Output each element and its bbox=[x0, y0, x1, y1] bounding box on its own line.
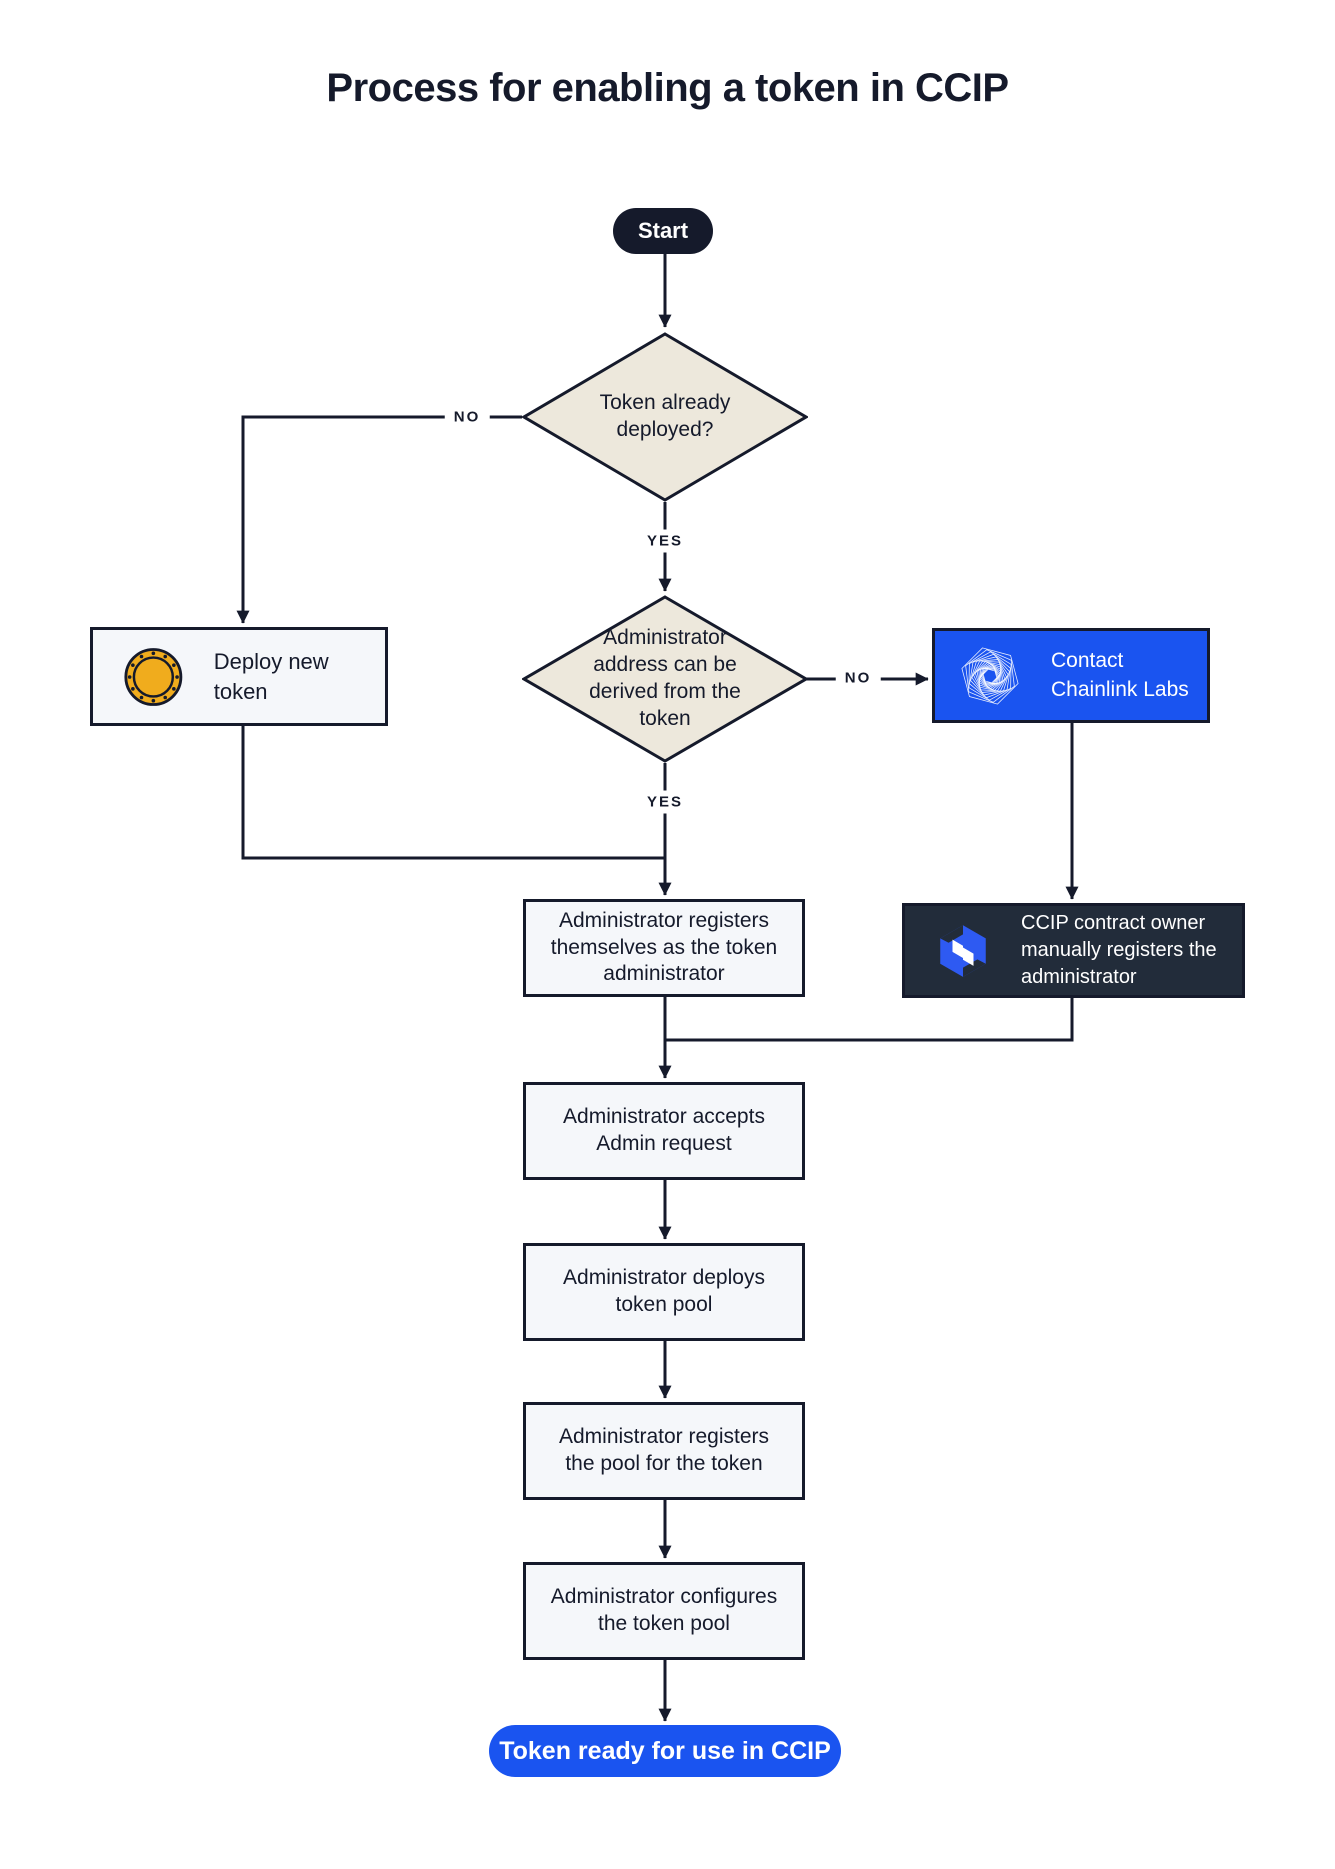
edge-deploy-to-merge bbox=[241, 726, 665, 860]
chainlink-logo-icon bbox=[961, 646, 1019, 705]
decision-token-deployed-label: Token already deployed? bbox=[599, 391, 731, 441]
deploy-new-token-node: Deploy new token bbox=[90, 627, 388, 726]
decision-admin-address-label: Administrator address can be derived fro… bbox=[589, 626, 741, 730]
admin-deploys-pool-node: Administrator deploys token pool bbox=[523, 1243, 805, 1341]
start-node: Start bbox=[613, 208, 713, 254]
admin-registers-self-label: Administrator registers themselves as th… bbox=[550, 908, 778, 986]
admin-registers-self-node: Administrator registers themselves as th… bbox=[523, 899, 805, 997]
decision-token-deployed: Token already deployed? bbox=[522, 332, 808, 502]
edge-label-yes-1: YES bbox=[637, 529, 693, 553]
admin-registers-pool-label: Administrator registers the pool for the… bbox=[558, 1425, 770, 1475]
edge-decision1-no-to-deploy bbox=[236, 415, 522, 624]
contact-chainlink-node: Contact Chainlink Labs bbox=[932, 628, 1210, 723]
admin-registers-pool-node: Administrator registers the pool for the… bbox=[523, 1402, 805, 1500]
ccip-owner-registers-node: CCIP contract owner manually registers t… bbox=[902, 903, 1245, 998]
decision-admin-address: Administrator address can be derived fro… bbox=[522, 595, 808, 763]
edge-label-no-1: NO bbox=[444, 405, 490, 429]
ccip-owner-registers-label: CCIP contract owner manually registers t… bbox=[1021, 912, 1217, 988]
edge-ccip-owner-to-merge bbox=[665, 998, 1074, 1042]
end-label: Token ready for use in CCIP bbox=[499, 1736, 831, 1765]
deploy-new-token-label: Deploy new token bbox=[213, 648, 329, 704]
coin-icon bbox=[124, 647, 183, 706]
page-title: Process for enabling a token in CCIP bbox=[326, 66, 1009, 110]
start-label: Start bbox=[637, 218, 689, 243]
admin-accepts-label: Administrator accepts Admin request bbox=[563, 1105, 765, 1155]
edge-label-no-2: NO bbox=[835, 666, 881, 690]
contact-chainlink-label: Contact Chainlink Labs bbox=[1051, 649, 1189, 701]
edge-label-yes-2: YES bbox=[637, 790, 693, 814]
admin-configures-pool-label: Administrator configures the token pool bbox=[550, 1585, 778, 1635]
admin-configures-pool-node: Administrator configures the token pool bbox=[523, 1562, 805, 1660]
admin-deploys-pool-label: Administrator deploys token pool bbox=[563, 1266, 765, 1316]
ccip-logo-icon bbox=[940, 924, 986, 977]
end-node: Token ready for use in CCIP bbox=[489, 1725, 841, 1777]
admin-accepts-node: Administrator accepts Admin request bbox=[523, 1082, 805, 1180]
